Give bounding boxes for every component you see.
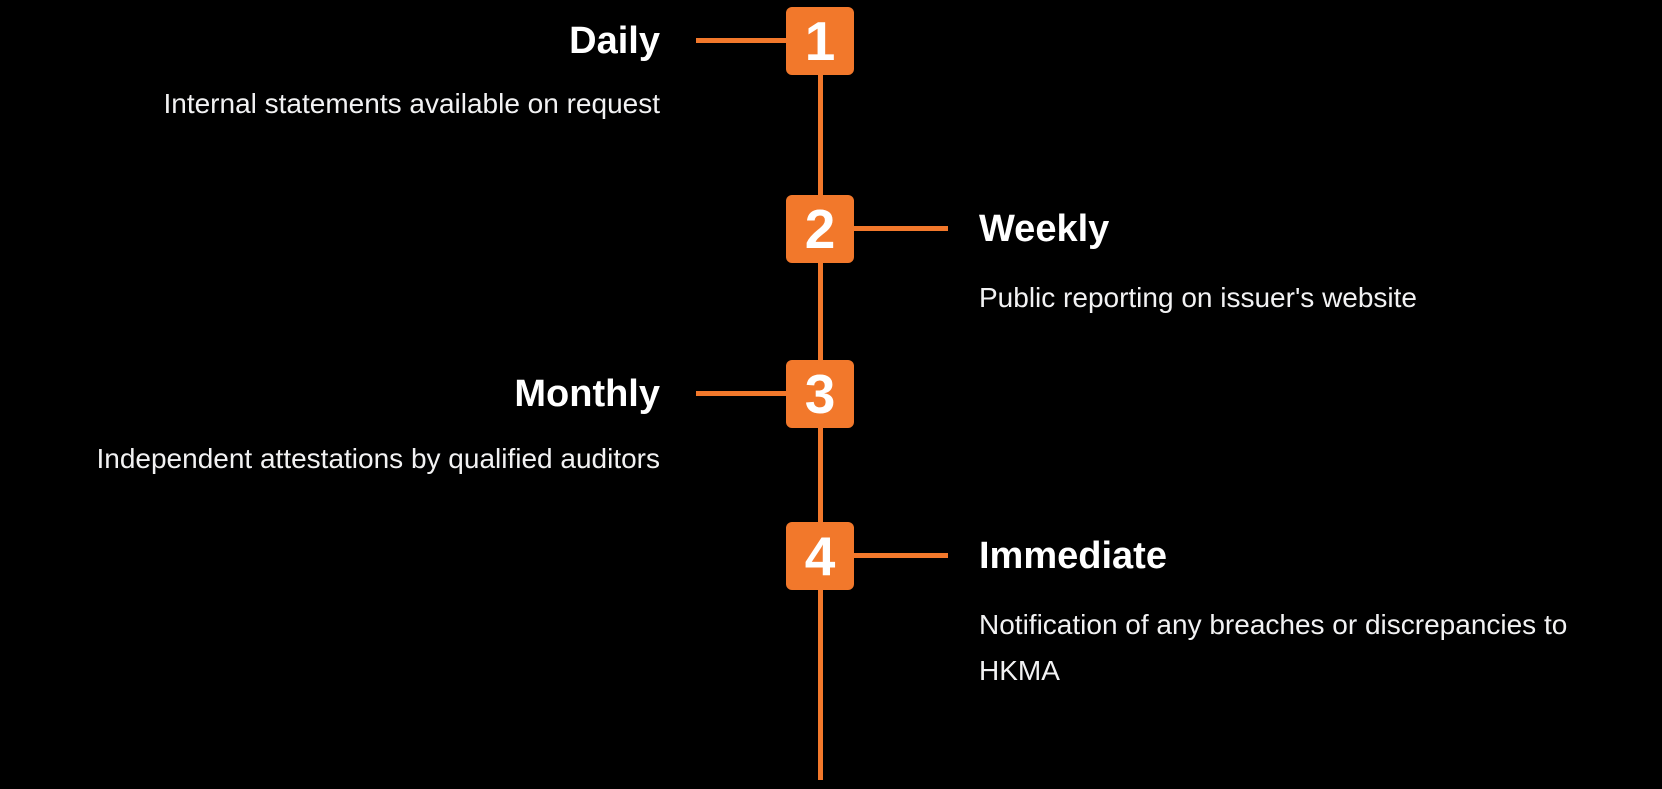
step-number-badge: 3 (786, 360, 854, 428)
step-title: Daily (569, 20, 660, 62)
step-title: Monthly (514, 373, 660, 415)
step-description: Notification of any breaches or discrepa… (979, 609, 1568, 686)
step-number-badge: 4 (786, 522, 854, 590)
connector-line (696, 38, 786, 43)
step-title: Weekly (979, 208, 1110, 250)
step-title: Immediate (979, 535, 1167, 577)
connector-line (696, 391, 786, 396)
connector-line (854, 226, 948, 231)
step-description: Internal statements available on request (163, 88, 660, 119)
step-description: Independent attestations by qualified au… (96, 443, 660, 474)
connector-line (854, 553, 948, 558)
step-number-badge: 1 (786, 7, 854, 75)
step-description: Public reporting on issuer's website (979, 282, 1418, 313)
step-number-badge: 2 (786, 195, 854, 263)
